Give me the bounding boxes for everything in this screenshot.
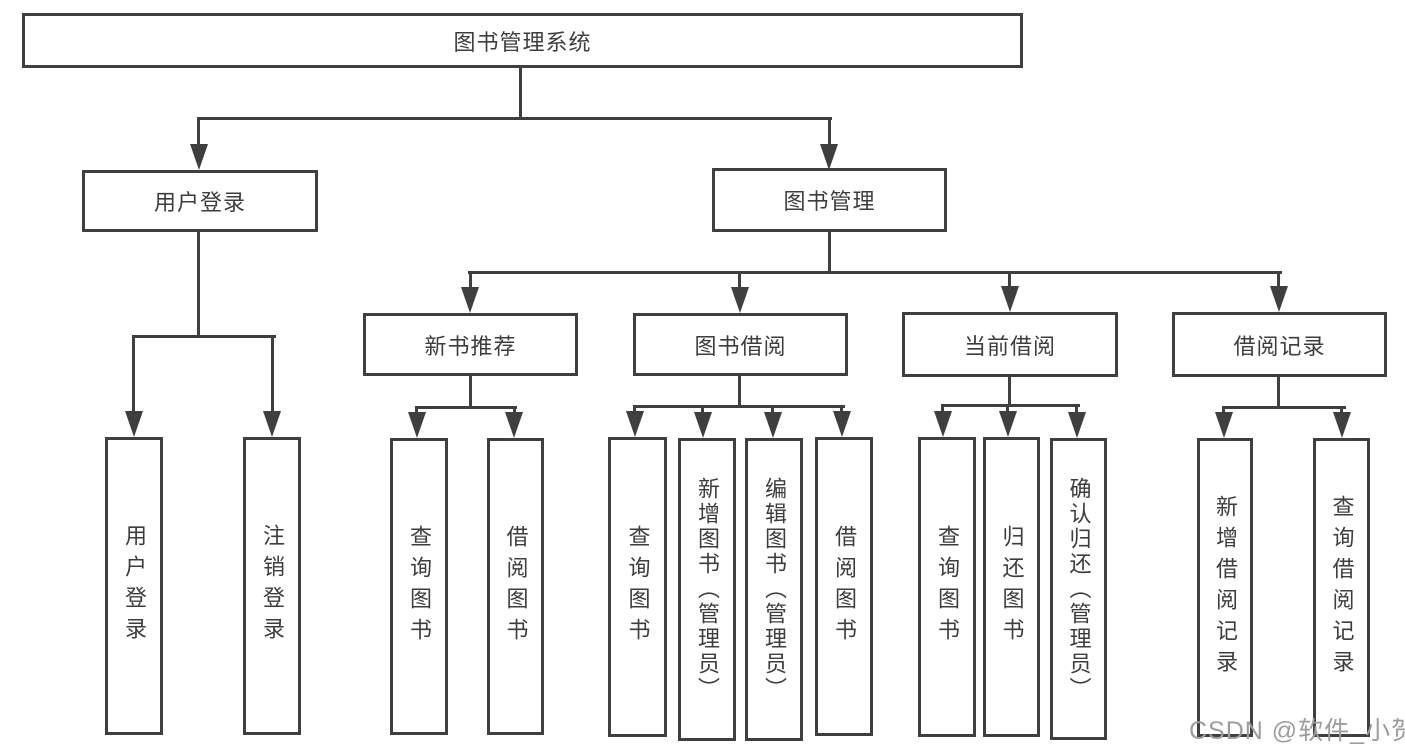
leaf-return-books: 归还图书 <box>983 437 1040 737</box>
node-label: 注销登录 <box>260 524 285 648</box>
node-label: 编辑图书（管理员） <box>762 477 787 702</box>
leaf-borrow-books: 借阅图书 <box>815 437 873 736</box>
connector-line <box>1277 271 1280 286</box>
arrowhead-icon <box>1215 412 1233 438</box>
node-user-login-group: 用户登录 <box>82 170 318 232</box>
csdn-watermark: CSDN @软件_小贺同学 <box>1189 717 1405 745</box>
arrowhead-icon <box>999 411 1017 437</box>
node-label: 查询图书 <box>935 525 960 649</box>
node-label: 查询图书 <box>625 525 651 649</box>
connector-line <box>1340 406 1343 412</box>
connector-line <box>771 405 774 412</box>
connector-line <box>1222 406 1225 412</box>
node-library-management-system: 图书管理系统 <box>22 13 1023 68</box>
node-label: 新增借阅记录 <box>1213 494 1238 681</box>
connector-line <box>840 405 843 411</box>
node-label: 借阅记录 <box>1233 333 1326 359</box>
arrowhead-icon <box>764 412 782 438</box>
node-label: 图书管理 <box>783 189 876 214</box>
leaf-logout: 注销登录 <box>243 437 301 735</box>
connector-line <box>701 405 704 412</box>
arrowhead-icon <box>125 411 143 437</box>
arrowhead-icon <box>1068 412 1086 438</box>
connector-line <box>633 405 845 408</box>
node-label: 查询图书 <box>407 524 432 649</box>
node-label: 用户登录 <box>122 524 147 648</box>
arrowhead-icon <box>461 287 479 313</box>
connector-line <box>415 406 418 412</box>
node-label: 归还图书 <box>999 525 1025 649</box>
connector-line <box>828 117 831 144</box>
connector-line <box>633 405 636 411</box>
arrowhead-icon <box>505 412 523 438</box>
node-book-management: 图书管理 <box>712 168 947 232</box>
leaf-edit-books-admin: 编辑图书（管理员） <box>745 438 803 741</box>
arrowhead-icon <box>820 144 838 170</box>
leaf-query-books-recommend: 查询图书 <box>390 438 448 735</box>
leaf-query-books-current: 查询图书 <box>918 437 976 737</box>
leaf-add-books-admin: 新增图书（管理员） <box>678 438 736 741</box>
connector-line <box>197 117 200 144</box>
node-book-borrowing: 图书借阅 <box>633 313 848 376</box>
connector-line <box>1075 404 1078 412</box>
connector-line <box>197 232 200 338</box>
connector-line <box>941 404 944 411</box>
connector-line <box>828 232 831 274</box>
connector-line <box>415 406 517 409</box>
connector-line <box>1008 271 1011 286</box>
node-label: 图书管理系统 <box>453 29 592 55</box>
connector-line <box>271 335 274 411</box>
node-label: 图书借阅 <box>694 333 787 359</box>
connector-line <box>132 335 135 411</box>
arrowhead-icon <box>1270 286 1288 312</box>
arrowhead-icon <box>731 287 749 313</box>
connector-line <box>468 271 1282 274</box>
node-borrowing-records: 借阅记录 <box>1172 312 1387 377</box>
connector-line <box>941 404 1080 407</box>
leaf-query-books-borrowing: 查询图书 <box>608 437 667 737</box>
connector-line <box>1006 404 1009 411</box>
arrowhead-icon <box>263 411 281 437</box>
node-label: 新增图书（管理员） <box>695 477 720 702</box>
node-label: 确认归还（管理员） <box>1066 476 1092 702</box>
arrowhead-icon <box>694 412 712 438</box>
arrowhead-icon <box>190 144 208 170</box>
arrowhead-icon <box>833 411 851 437</box>
connector-line <box>469 271 472 287</box>
connector-line <box>1222 406 1346 409</box>
arrowhead-icon <box>1001 286 1019 312</box>
node-label: 新书推荐 <box>424 333 517 359</box>
arrowhead-icon <box>934 411 952 437</box>
node-current-borrowing: 当前借阅 <box>902 312 1118 377</box>
connector-line <box>1008 377 1011 406</box>
connector-line <box>738 271 741 287</box>
node-label: 用户登录 <box>153 190 246 215</box>
leaf-user-login: 用户登录 <box>105 437 163 735</box>
leaf-confirm-return-admin: 确认归还（管理员） <box>1050 438 1107 740</box>
node-label: 借阅图书 <box>832 524 857 649</box>
connector-line <box>132 335 276 338</box>
connector-line <box>1277 377 1280 408</box>
node-label: 查询借阅记录 <box>1329 494 1355 681</box>
leaf-query-borrow-record: 查询借阅记录 <box>1313 438 1370 737</box>
connector-line <box>513 406 516 412</box>
connector-line <box>469 376 472 408</box>
arrowhead-icon <box>408 412 426 438</box>
connector-line <box>738 376 741 407</box>
arrowhead-icon <box>1333 412 1351 438</box>
node-label: 借阅图书 <box>503 524 529 649</box>
arrowhead-icon <box>626 411 644 437</box>
connector-line <box>197 117 832 120</box>
connector-line <box>519 68 522 120</box>
node-new-book-recommend: 新书推荐 <box>363 313 578 376</box>
leaf-add-borrow-record: 新增借阅记录 <box>1197 438 1253 737</box>
leaf-borrow-books-recommend: 借阅图书 <box>487 438 544 735</box>
node-label: 当前借阅 <box>963 333 1056 359</box>
